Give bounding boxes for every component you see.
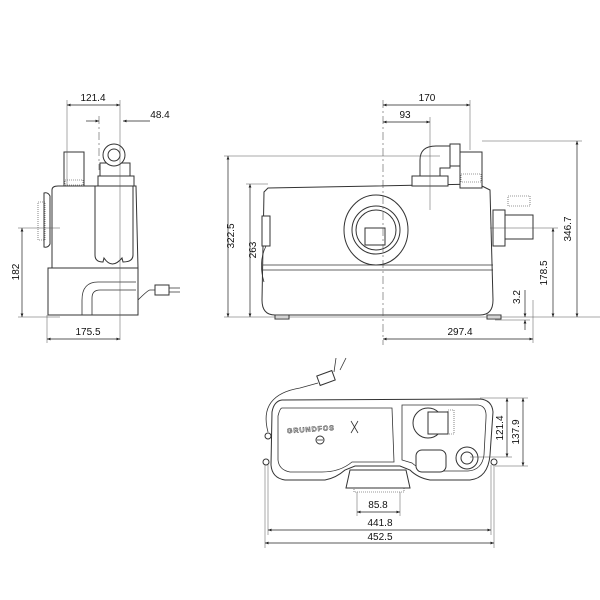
front-elbow-outlet xyxy=(419,145,451,177)
side-flange xyxy=(43,192,51,248)
dim-top-137-9: 137.9 xyxy=(511,419,522,444)
dim-front-178-5: 178.5 xyxy=(539,260,550,285)
dim-side-121-4: 121.4 xyxy=(80,93,105,104)
dim-front-93: 93 xyxy=(399,110,411,121)
dim-front-263: 263 xyxy=(248,241,259,258)
dim-front-170: 170 xyxy=(419,93,436,104)
dim-front-346-7: 346.7 xyxy=(563,216,574,241)
top-body-outline xyxy=(270,398,494,481)
top-bottom-inlet xyxy=(345,469,411,489)
dim-side-182: 182 xyxy=(11,263,22,280)
dim-side-48-4: 48.4 xyxy=(150,110,170,121)
side-outlet-housing xyxy=(94,185,134,265)
dim-side-175-5: 175.5 xyxy=(75,327,100,338)
dim-top-121-4: 121.4 xyxy=(495,415,506,440)
plug xyxy=(154,284,170,296)
side-view: 121.4 48.4 182 175.5 xyxy=(11,93,180,343)
dim-top-85-8: 85.8 xyxy=(368,500,388,511)
front-inlet-pipe xyxy=(459,151,483,189)
dim-top-441-8: 441.8 xyxy=(367,518,392,529)
grundfos-logo: GRUNDFOS xyxy=(287,425,335,435)
front-view: 170 93 322.5 263 346.7 178.5 3.2 297.4 xyxy=(224,93,600,345)
side-body-base xyxy=(47,267,139,316)
dim-front-3-2: 3.2 xyxy=(512,290,523,304)
top-view: GRUNDFOS 85.8 441.8 452.5 121 xyxy=(262,357,528,548)
top-plug xyxy=(316,369,336,387)
dim-front-322-5: 322.5 xyxy=(226,223,237,248)
dim-front-297-4: 297.4 xyxy=(447,327,472,338)
side-inlet-pipe xyxy=(63,151,85,187)
dim-top-452-5: 452.5 xyxy=(367,532,392,543)
